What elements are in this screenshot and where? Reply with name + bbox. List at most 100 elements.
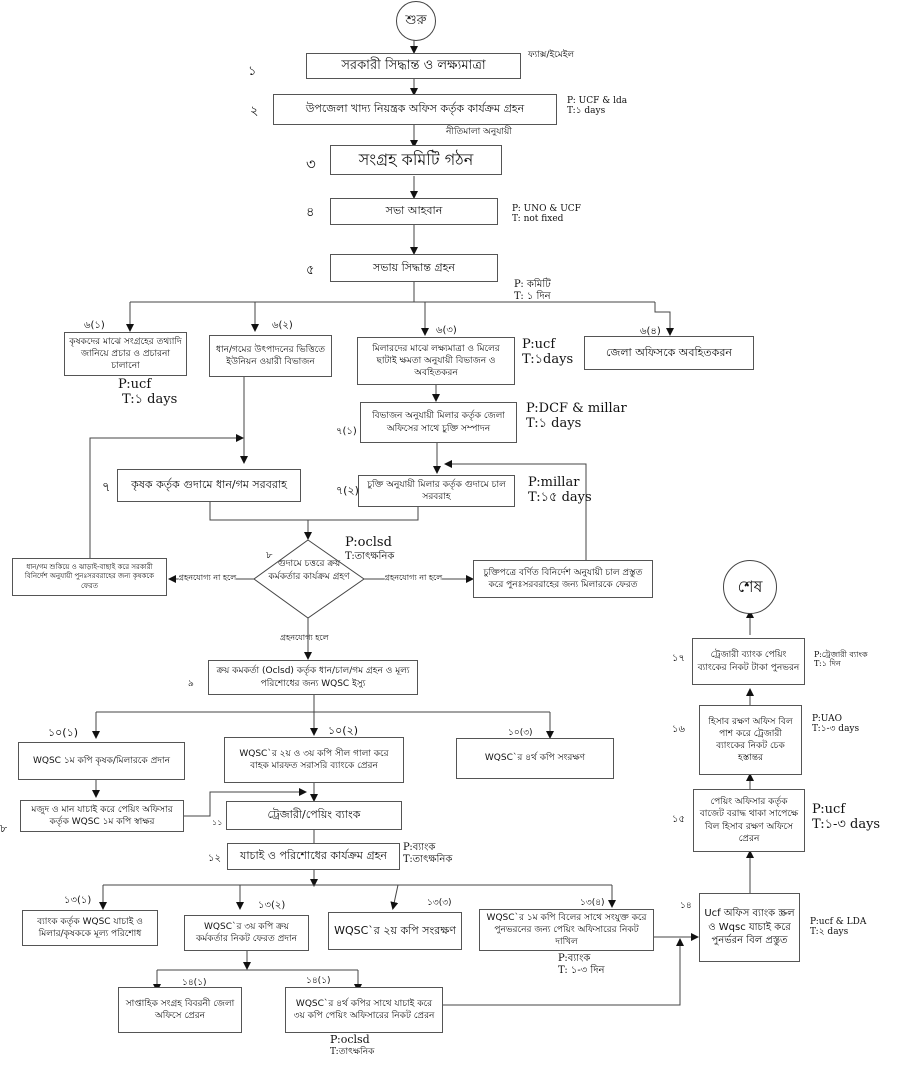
step-6-3-box: মিলারদের মাঝে লক্ষ্যমাত্রা ও মিলের ছাটাই… xyxy=(357,337,515,385)
step-8-time: T:তাৎক্ষনিক xyxy=(345,550,395,562)
step-5-box: সভায় সিদ্ধান্ত গ্রহন xyxy=(330,254,498,282)
start-label: শুরু xyxy=(405,12,427,28)
step-4-text: সভা আহবান xyxy=(385,204,443,218)
step-2-time: T:১ days xyxy=(567,106,606,117)
step-13-4-box: WQSC`র ১ম কপি বিলের সাথে সংযুক্ত করে পুন… xyxy=(479,909,654,951)
step-13-1-text: ব্যাংক কর্তৃক WQSC যাচাই ও মিলার/কৃষককে … xyxy=(37,916,143,939)
step-4-number: ৪ xyxy=(306,205,315,220)
step-17-person: P:ট্রেজারী ব্যাংক xyxy=(814,650,868,659)
reject-miller-text: চুক্তিপত্রে বর্ণিত বিনির্দেশ অনুযায়ী চা… xyxy=(483,567,643,590)
step-10-3-text: WQSC`র ৪র্থ কপি সংরক্ষণ xyxy=(484,753,586,764)
step-3-box: সংগ্রহ কমিটি গঠন xyxy=(330,145,502,175)
step-1-text: সরকারী সিদ্ধান্ত ও লক্ষ্যমাত্রা xyxy=(341,58,486,74)
step-16-person: P:UAO xyxy=(812,714,842,724)
step-6-1-text: কৃষকদের মাঝে সংগ্রহের তথ্যাদি জানিয়ে প্… xyxy=(69,336,182,372)
end-node: শেষ xyxy=(723,560,777,614)
step-12-time: T:তাৎক্ষনিক xyxy=(403,853,453,865)
step-3-text: সংগ্রহ কমিটি গঠন xyxy=(358,150,474,170)
step-14-2-text: WQSC`র ৪র্থ কপির সাথে যাচাই করে ৩য় কপি … xyxy=(293,998,435,1021)
step-13-3-text: WQSC`র ২য় কপি সংরক্ষণ xyxy=(334,923,456,937)
step-14-person: P:ucf & LDA xyxy=(810,917,867,927)
step-13-3-box: WQSC`র ২য় কপি সংরক্ষণ xyxy=(328,912,462,950)
step-6-1-number: ৬(১) xyxy=(84,320,105,331)
step-7-text: কৃষক কর্তৃক গুদামে ধান/গম সরবরাহ xyxy=(131,478,287,492)
edge-not-acceptable-left: গ্রহনযোগ্য না হলে xyxy=(178,573,237,583)
step-8-number: ৮ xyxy=(266,550,273,561)
step-13-3-number: ১৩(৩) xyxy=(427,898,452,908)
step-16-text: হিসাব রক্ষণ অফিস বিল পাশ করে ট্রেজারী ব্… xyxy=(708,716,793,764)
step-5-number: ৫ xyxy=(306,263,315,278)
step-2-number: ২ xyxy=(250,104,259,119)
step-14-1-box: সাপ্তাহিক সংগ্রহ বিবরনী জেলা অফিসে প্রের… xyxy=(118,987,242,1033)
step-11-number: ১১ xyxy=(212,818,223,827)
step-7-1-time: T:১ days xyxy=(526,415,582,431)
step-12-text: যাচাই ও পরিশোধের কার্যক্রম গ্রহন xyxy=(240,849,387,863)
step-10-1-text: WQSC ১ম কপি কৃষক/মিলারকে প্রদান xyxy=(32,755,170,766)
step-10-1-box: WQSC ১ম কপি কৃষক/মিলারকে প্রদান xyxy=(18,742,185,780)
step-16-number: ১৬ xyxy=(672,724,685,735)
step-6-1-time: T:১ days xyxy=(122,391,178,407)
step-5-time: T: ১ দিন xyxy=(514,290,551,302)
step-14-1-number: ১৪(১) xyxy=(182,978,207,988)
step-6-3-time: T:১days xyxy=(522,351,574,367)
edge-acceptable: গ্রহনযোগ্য হলে xyxy=(280,633,329,642)
step-16-time: T:১-৩ days xyxy=(812,724,860,735)
step-7-2-time: T:১৫ days xyxy=(528,489,592,505)
step-2-person: P: UCF & lda xyxy=(567,96,628,106)
step-5-person: P: কমিটি xyxy=(514,279,551,290)
step-7-2-number: ৭(২) xyxy=(336,484,359,497)
step-13-2-box: WQSC`র ৩য় কপি ক্রয় কর্মকর্তার নিকট ফের… xyxy=(184,915,309,951)
step-10-4-text: মজুদ ও মান যাচাই করে পেয়িং অফিসার কর্তৃ… xyxy=(31,804,173,827)
step-14-2-person: P:oclsd xyxy=(330,1033,370,1046)
step-7-2-text: চুক্তি অনুযায়ী মিলার কর্তৃক গুদামে চাল … xyxy=(367,479,506,502)
step-6-4-text: জেলা অফিসকে অবহিতকরন xyxy=(606,345,732,359)
step-4-person: P: UNO & UCF xyxy=(512,204,581,214)
step-11-box: ট্রেজারী/পেয়িং ব্যাংক xyxy=(226,801,402,830)
step-5-text: সভায় সিদ্ধান্ত গ্রহন xyxy=(373,260,455,274)
step-12-box: যাচাই ও পরিশোধের কার্যক্রম গ্রহন xyxy=(227,843,400,870)
step-14-number: ১৪ xyxy=(680,901,692,911)
step-15-person: P:ucf xyxy=(812,802,846,817)
edge-not-acceptable-right: গ্রহনযোগ্য না হলে xyxy=(384,573,443,583)
step-7-1-person: P:DCF & millar xyxy=(526,401,627,416)
step-16-box: হিসাব রক্ষণ অফিস বিল পাশ করে ট্রেজারী ব্… xyxy=(699,705,802,775)
reject-miller-box: চুক্তিপত্রে বর্ণিত বিনির্দেশ অনুযায়ী চা… xyxy=(473,560,653,598)
step-11-text: ট্রেজারী/পেয়িং ব্যাংক xyxy=(267,808,361,822)
step-15-box: পেয়িং অফিসার কর্তৃক বাজেট বরাদ্ধ থাকা স… xyxy=(693,789,805,852)
step-7-1-number: ৭(১) xyxy=(336,426,357,437)
step-13-4-number: ১৩(৪) xyxy=(580,898,605,908)
step-10-2-number: ১০(২) xyxy=(328,724,359,737)
step-10-4-number: ৮ xyxy=(0,822,8,835)
step-2-box: উপজেলা খাদ্য নিয়ন্ত্রক অফিস কর্তৃক কার্… xyxy=(273,94,557,125)
step-13-4-text: WQSC`র ১ম কপি বিলের সাথে সংযুক্ত করে পুন… xyxy=(486,912,647,948)
step-17-box: ট্রেজারী ব্যাংক পেয়িং ব্যাংকের নিকট টাক… xyxy=(692,638,805,685)
reject-farmer-text: ধান/গম শুকিয়ে ও ঝাড়াই-বাছাই করে সরকারী… xyxy=(24,562,155,590)
step-2-note: নীতিমালা অনুযায়ী xyxy=(446,127,512,137)
step-7-1-text: বিভাজন অনুযায়ী মিলার কর্তৃক জেলা অফিসের… xyxy=(372,411,505,434)
step-13-1-box: ব্যাংক কর্তৃক WQSC যাচাই ও মিলার/কৃষককে … xyxy=(22,910,158,946)
step-14-box: Ucf অফিস ব্যাংক স্ক্রল ও Wqsc যাচাই করে … xyxy=(699,893,800,962)
step-10-1-number: ১০(১) xyxy=(48,726,79,739)
step-13-4-time: T: ১-৩ দিন xyxy=(558,964,605,976)
step-13-2-text: WQSC`র ৩য় কপি ক্রয় কর্মকর্তার নিকট ফের… xyxy=(196,921,297,944)
reject-farmer-box: ধান/গম শুকিয়ে ও ঝাড়াই-বাছাই করে সরকারী… xyxy=(12,558,167,596)
step-1-box: সরকারী সিদ্ধান্ত ও লক্ষ্যমাত্রা xyxy=(306,53,521,79)
step-9-number: ৯ xyxy=(188,679,194,689)
step-14-2-time: T:তাৎক্ষনিক xyxy=(330,1046,375,1057)
step-14-text: Ucf অফিস ব্যাংক স্ক্রল ও Wqsc যাচাই করে … xyxy=(704,908,795,947)
step-17-text: ট্রেজারী ব্যাংক পেয়িং ব্যাংকের নিকট টাক… xyxy=(697,650,800,673)
step-9-box: ক্রয় কমকর্তা (Oclsd) কর্তৃক ধান/চাল/গম … xyxy=(208,660,418,695)
step-6-2-box: ধান/গমের উৎপাদনের ভিত্তিতে ইউনিয়ন ওয়ার… xyxy=(209,335,332,377)
end-label: শেষ xyxy=(737,576,763,596)
step-10-3-number: ১০(৩) xyxy=(508,728,533,738)
